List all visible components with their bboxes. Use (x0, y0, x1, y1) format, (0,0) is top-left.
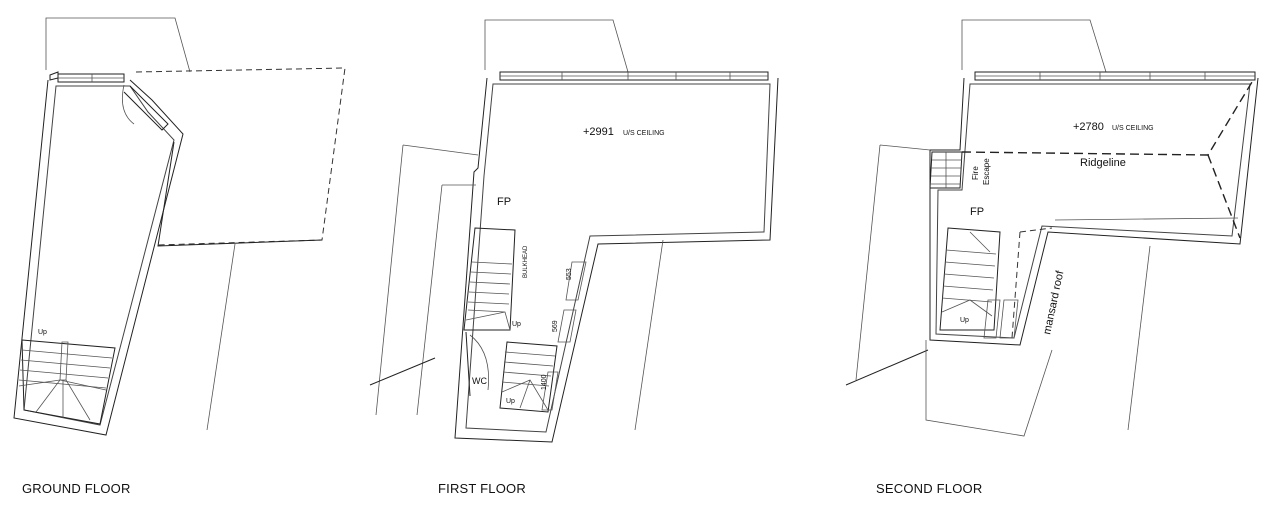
ground-floor-caption: GROUND FLOOR (22, 481, 131, 496)
first-stair-up-label-2: Up (506, 398, 515, 405)
first-stair-up-label-1: Up (512, 321, 521, 328)
second-stair-up-label: Up (960, 317, 969, 324)
second-escape-label: Escape (982, 158, 991, 185)
second-ridgeline-label: Ridgeline (1080, 157, 1126, 169)
first-floor-plan: +2991 U/S CEILING FP BULKHEAD 553 569 14… (369, 19, 779, 443)
first-floor-upper-stairs (463, 227, 516, 331)
ground-floor-plan: Up (13, 17, 346, 436)
second-fire-label: Fire (971, 166, 980, 180)
second-floor-stairs (939, 227, 1019, 339)
first-dim-569: 569 (552, 320, 559, 332)
first-dim-553: 553 (566, 268, 573, 280)
second-ceiling-label: U/S CEILING (1112, 125, 1154, 132)
second-mansard-label: mansard roof (1041, 269, 1066, 336)
first-ceiling-height: +2991 (583, 126, 614, 138)
second-ceiling-height: +2780 (1073, 121, 1104, 133)
second-floor-plan: +2780 U/S CEILING Ridgeline Fire Escape … (845, 19, 1259, 437)
first-dim-1400: 1400 (541, 374, 548, 390)
first-floor-lower-stairs (499, 341, 558, 413)
first-bulkhead-label: BULKHEAD (523, 245, 529, 278)
second-fire-escape-stair (929, 151, 963, 189)
first-fp-label: FP (497, 196, 511, 208)
ground-stair-up-label: Up (38, 329, 47, 336)
ground-floor-stairs (18, 339, 116, 425)
second-fp-label: FP (970, 206, 984, 218)
first-floor-caption: FIRST FLOOR (438, 481, 526, 496)
first-ceiling-label: U/S CEILING (623, 130, 665, 137)
second-floor-caption: SECOND FLOOR (876, 481, 983, 496)
first-wc-label: WC (472, 376, 487, 386)
